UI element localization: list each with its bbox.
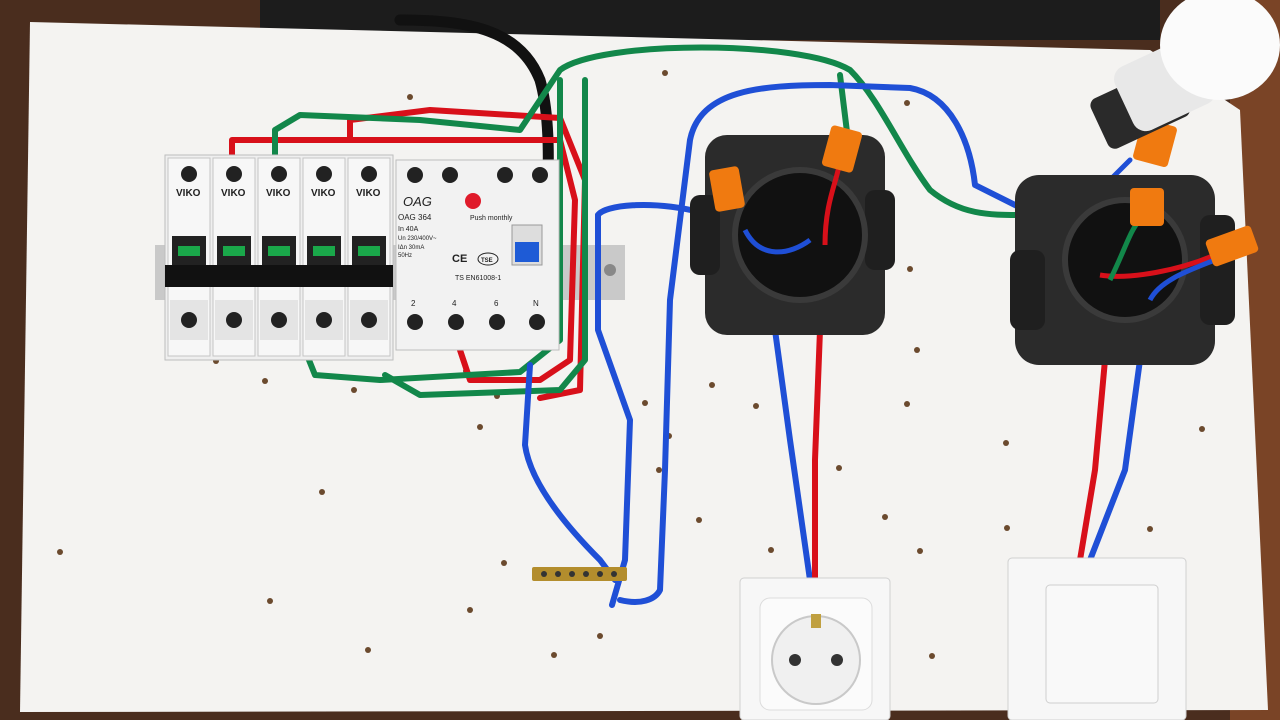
rcd-push-monthly-label: Push monthly [470,215,513,222]
breaker-unit [212,157,256,357]
svg-text:6: 6 [494,299,499,308]
wago-connector-icon [822,125,862,173]
svg-text:2: 2 [411,299,416,308]
rcd-rating: In 40A [398,226,419,233]
rocker-switch-icon [1007,557,1187,720]
oag-rcd-device: OAG OAG 364 In 40A Un 230/400V~ IΔn 30mA… [395,159,560,351]
rcd-sensitivity: IΔn 30mA [398,245,424,251]
rcd-standard: TS EN61008-1 [455,275,501,282]
rcd-test-button [465,193,481,209]
wago-connector-icon [1205,225,1259,267]
svg-text:4: 4 [452,299,457,308]
rcd-brand: OAG [403,194,432,209]
ce-mark: CE [452,253,467,265]
power-socket-icon [739,577,891,720]
red-busbar-wire [229,137,578,383]
svg-text:N: N [533,299,539,308]
rcd-frequency: 50Hz [398,253,412,259]
tse-mark: TSE [481,258,493,264]
green-earth-wire [272,44,1023,218]
rcd-voltage: Un 230/400V~ [398,236,437,242]
board-screw-holes [57,70,1205,659]
neutral-terminal-bar-icon [532,567,627,581]
light-bulb-icon [1090,0,1280,149]
wago-connector-icon [1130,188,1164,226]
junction-box-right [1010,118,1259,365]
breaker-brand-label: VIKO [176,188,201,199]
wago-connector-icon [709,166,745,212]
junction-box-left [690,125,895,335]
breaker-unit [167,157,211,357]
rcd-model: OAG 364 [398,213,432,222]
breaker-brand-label: VIKO [266,188,291,199]
breaker-unit [347,157,391,357]
blue-neutral-wire [522,362,618,583]
breaker-brand-label: VIKO [221,188,246,199]
breaker-brand-label: VIKO [356,188,381,199]
breaker-brand-label: VIKO [311,188,336,199]
viko-circuit-breakers: VIKO VIKO VIKO VIKO VIKO [164,154,394,361]
rcd-toggle-lever [515,242,539,262]
